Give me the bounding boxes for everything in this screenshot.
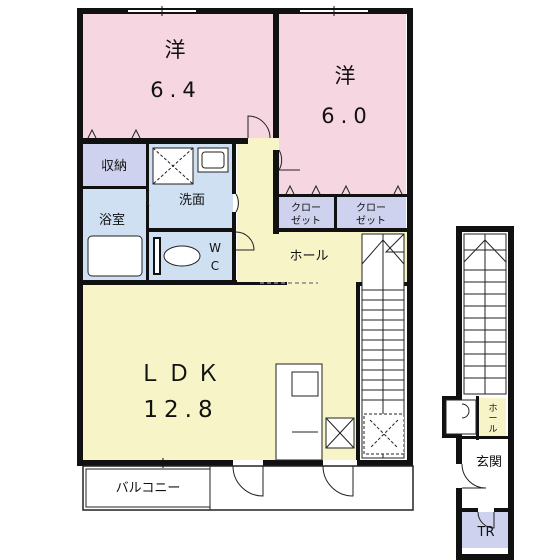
western-room-1-area: 6.4 <box>150 78 201 102</box>
entrance-label: 玄関 <box>476 455 502 470</box>
door-swings <box>146 115 495 529</box>
stair-unit-walls <box>442 226 514 560</box>
closet-2-label-line1: クロー <box>356 202 386 214</box>
western-room-2-label: 洋 <box>335 64 356 88</box>
window-ticks <box>161 6 335 468</box>
closet-1-fill <box>279 196 334 230</box>
stair-hall-label-2: ー <box>488 414 497 424</box>
western-room-1-label: 洋 <box>165 38 186 62</box>
closet-2-fill <box>337 196 406 230</box>
wc-label-c: C <box>211 259 219 273</box>
refrigerator-space <box>325 417 355 449</box>
toilet <box>153 237 201 275</box>
closet-2-label-line2: ゼット <box>356 215 386 227</box>
stair-hall-label-1: ホ <box>488 403 497 414</box>
closet-markers <box>87 128 403 195</box>
stair-hall-label-3: ル <box>488 425 497 435</box>
entrance-fill <box>462 440 508 508</box>
bathroom-label: 浴室 <box>99 212 125 228</box>
kitchen-counter <box>275 363 323 461</box>
washbasin <box>197 147 229 173</box>
storage-label: 収納 <box>101 159 127 174</box>
washer-space <box>152 147 194 185</box>
appliance-space <box>363 413 405 455</box>
western-room-2-fill <box>279 14 406 194</box>
trunk-room-label: TR <box>477 525 495 540</box>
closet-1-label-line2: ゼット <box>291 215 321 227</box>
western-room-2-area: 6.0 <box>321 104 372 128</box>
closet-1-label-line1: クロー <box>291 202 321 214</box>
ldk-area: 12.8 <box>143 397 218 423</box>
western-room-1-fill <box>83 14 273 138</box>
hall-label: ホール <box>289 249 328 264</box>
stair-hall-fill <box>479 398 506 438</box>
balcony-outline <box>82 465 414 511</box>
trunk-room-fill <box>462 512 510 548</box>
wc-label-w: W <box>209 241 221 255</box>
stairs-entrance <box>463 233 507 395</box>
balcony-label: バルコニー <box>116 481 181 496</box>
washroom-label: 洗面 <box>179 193 205 208</box>
outer-walls <box>77 8 413 466</box>
ldk-label: ＬＤＫ <box>139 361 226 387</box>
storage-fill <box>83 144 146 186</box>
entrance-shoe-cabinet <box>445 399 477 435</box>
bathtub <box>87 235 143 277</box>
